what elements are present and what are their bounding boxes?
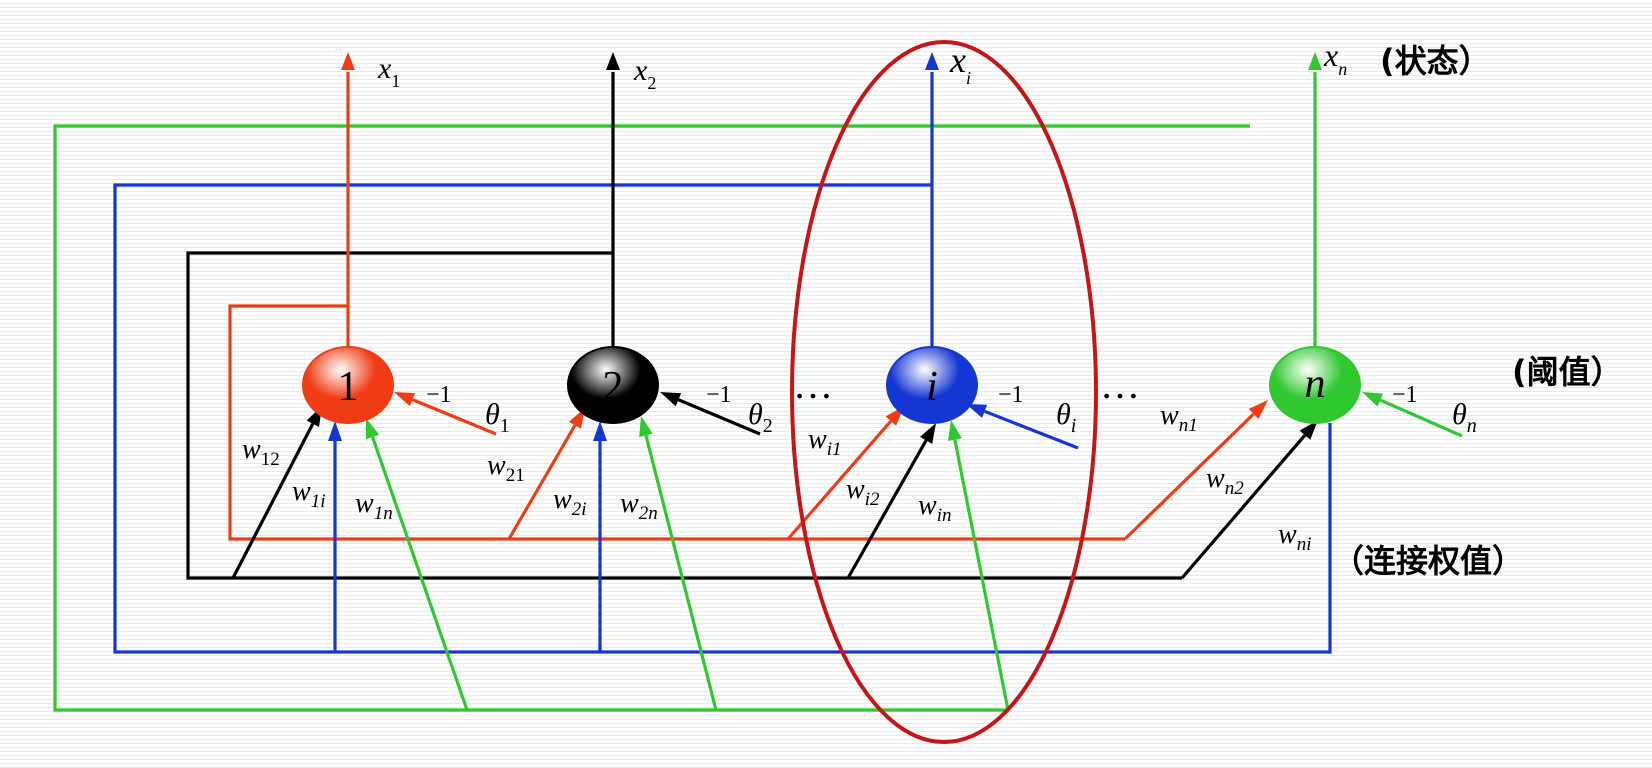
- weight-arrow-w21: [507, 408, 585, 540]
- output-label-n: xn: [1323, 37, 1347, 79]
- theta-arrow-2-head: [660, 392, 682, 407]
- bias-label-n: −1: [1392, 382, 1418, 408]
- output-arrows: [341, 52, 1322, 350]
- weight-arrow-wn1: [1123, 400, 1268, 541]
- weight-arrow-w1i-head: [328, 421, 342, 441]
- neuron-1: [302, 346, 394, 424]
- output-arrowhead-i: [925, 52, 939, 70]
- weight-arrow-w2i: [593, 421, 607, 652]
- bias-label-2: −1: [706, 382, 732, 408]
- weight-label-wn2: wn2: [1206, 463, 1244, 499]
- weight-arrow-wn2-head: [1299, 420, 1318, 440]
- weight-arrow-w1n-head: [365, 418, 380, 440]
- theta-arrow-1: [394, 392, 497, 436]
- weight-arrow-w21-line: [507, 424, 577, 540]
- weight-arrow-w2n-head: [639, 416, 653, 438]
- output-labels: x1 x2 xi xn: [377, 37, 1347, 93]
- weight-arrow-w1n: [365, 418, 469, 711]
- weight-arrow-w1n-line: [371, 436, 469, 711]
- theta-arrow-1-line: [411, 398, 497, 436]
- weight-label-wn1: wn1: [1160, 400, 1198, 436]
- theta-label-n: θn: [1452, 398, 1477, 437]
- weight-arrow-win-line: [953, 439, 1010, 711]
- feedback-wires: [53, 124, 1332, 712]
- weight-arrow-w2n: [639, 416, 718, 711]
- threshold-arrows: [394, 392, 1463, 450]
- output-label-2: x2: [633, 54, 656, 93]
- weight-arrows: [231, 400, 1318, 711]
- weight-arrow-w2n-line: [644, 434, 718, 711]
- weight-label-w2n: w2n: [620, 488, 658, 524]
- bias-label-i: −1: [998, 382, 1024, 408]
- bias-label-1: −1: [426, 382, 452, 408]
- weight-label-wni: wni: [1278, 519, 1311, 555]
- neuron-n: [1269, 346, 1361, 424]
- weight-arrow-wn2-line: [1180, 434, 1307, 580]
- neuron-n-label: n: [1305, 361, 1326, 407]
- theta-arrow-2: [660, 392, 761, 436]
- theta-label-i: θi: [1056, 398, 1076, 437]
- blue-bus-wire: [113, 183, 1332, 654]
- weight-arrow-wi1: [786, 406, 904, 541]
- theta-arrow-1-head: [394, 392, 416, 407]
- ellipsis-left: …: [793, 362, 833, 407]
- output-arrowhead-1: [341, 52, 355, 70]
- red-bus-wire: [228, 304, 1125, 541]
- state-annotation: (状态）: [1380, 42, 1491, 80]
- weight-label-w21: w21: [487, 450, 525, 486]
- connection-weights-annotation: （连接权值）: [1332, 542, 1524, 580]
- weight-arrow-w2i-head: [593, 421, 607, 441]
- output-arrowhead-2: [606, 52, 620, 70]
- weight-arrow-w12-line: [231, 423, 315, 579]
- weight-label-win: win: [918, 490, 951, 526]
- theta-label-2: θ2: [748, 398, 773, 437]
- theta-arrow-i: [966, 404, 1079, 450]
- black-bus-wire: [186, 251, 1182, 580]
- weight-labels: w12 w1i w1n w21 w2i w2n wi1 wi2 win wn1 …: [242, 400, 1311, 555]
- weight-label-w2i: w2i: [553, 484, 586, 520]
- neuron-i-label: i: [926, 364, 938, 410]
- weight-arrow-wi1-line: [786, 420, 893, 541]
- ellipsis-right: …: [1100, 362, 1140, 407]
- weight-arrow-wn1-head: [1248, 400, 1268, 419]
- neuron-2: [567, 346, 659, 424]
- weight-arrow-win: [947, 420, 1010, 711]
- weight-label-wi2: wi2: [846, 474, 880, 510]
- theta-arrow-i-line: [984, 409, 1079, 450]
- neurons: 1 2 i n: [302, 346, 1361, 424]
- threshold-annotation: (阈值）: [1512, 353, 1623, 391]
- threshold-labels: θ1 θ2 θi θn: [485, 398, 1477, 437]
- theta-arrow-2-line: [677, 398, 761, 436]
- green-bus-wire: [53, 124, 1250, 712]
- weight-label-w12: w12: [242, 434, 280, 470]
- weight-arrow-wi2-line: [846, 439, 928, 579]
- theta-arrow-n-line: [1379, 398, 1463, 438]
- weight-label-w1i: w1i: [292, 476, 325, 512]
- weight-label-wi1: wi1: [808, 424, 841, 460]
- weight-label-w1n: w1n: [355, 488, 393, 524]
- weight-arrow-wn2: [1180, 420, 1318, 580]
- weight-arrow-wi2-head: [920, 423, 936, 444]
- highlight-ellipse: [790, 40, 1098, 744]
- output-label-1: x1: [377, 52, 400, 91]
- theta-arrow-n-head: [1362, 392, 1384, 407]
- theta-arrow-i-head: [966, 404, 988, 418]
- weight-arrow-wn1-line: [1123, 412, 1255, 541]
- weight-arrow-wi2: [846, 423, 936, 579]
- theta-arrow-n: [1362, 392, 1463, 438]
- output-arrowhead-n: [1308, 52, 1322, 70]
- neuron-2-label: 2: [603, 364, 624, 410]
- weight-arrow-win-head: [947, 420, 962, 441]
- bias-labels: −1 −1 −1 −1: [426, 382, 1418, 408]
- weight-arrow-w21-head: [568, 408, 585, 429]
- output-label-i: xi: [949, 40, 971, 88]
- neuron-1-label: 1: [338, 364, 359, 410]
- weight-arrow-w1i: [328, 421, 342, 652]
- theta-label-1: θ1: [485, 398, 510, 437]
- neuron-i: [886, 346, 978, 424]
